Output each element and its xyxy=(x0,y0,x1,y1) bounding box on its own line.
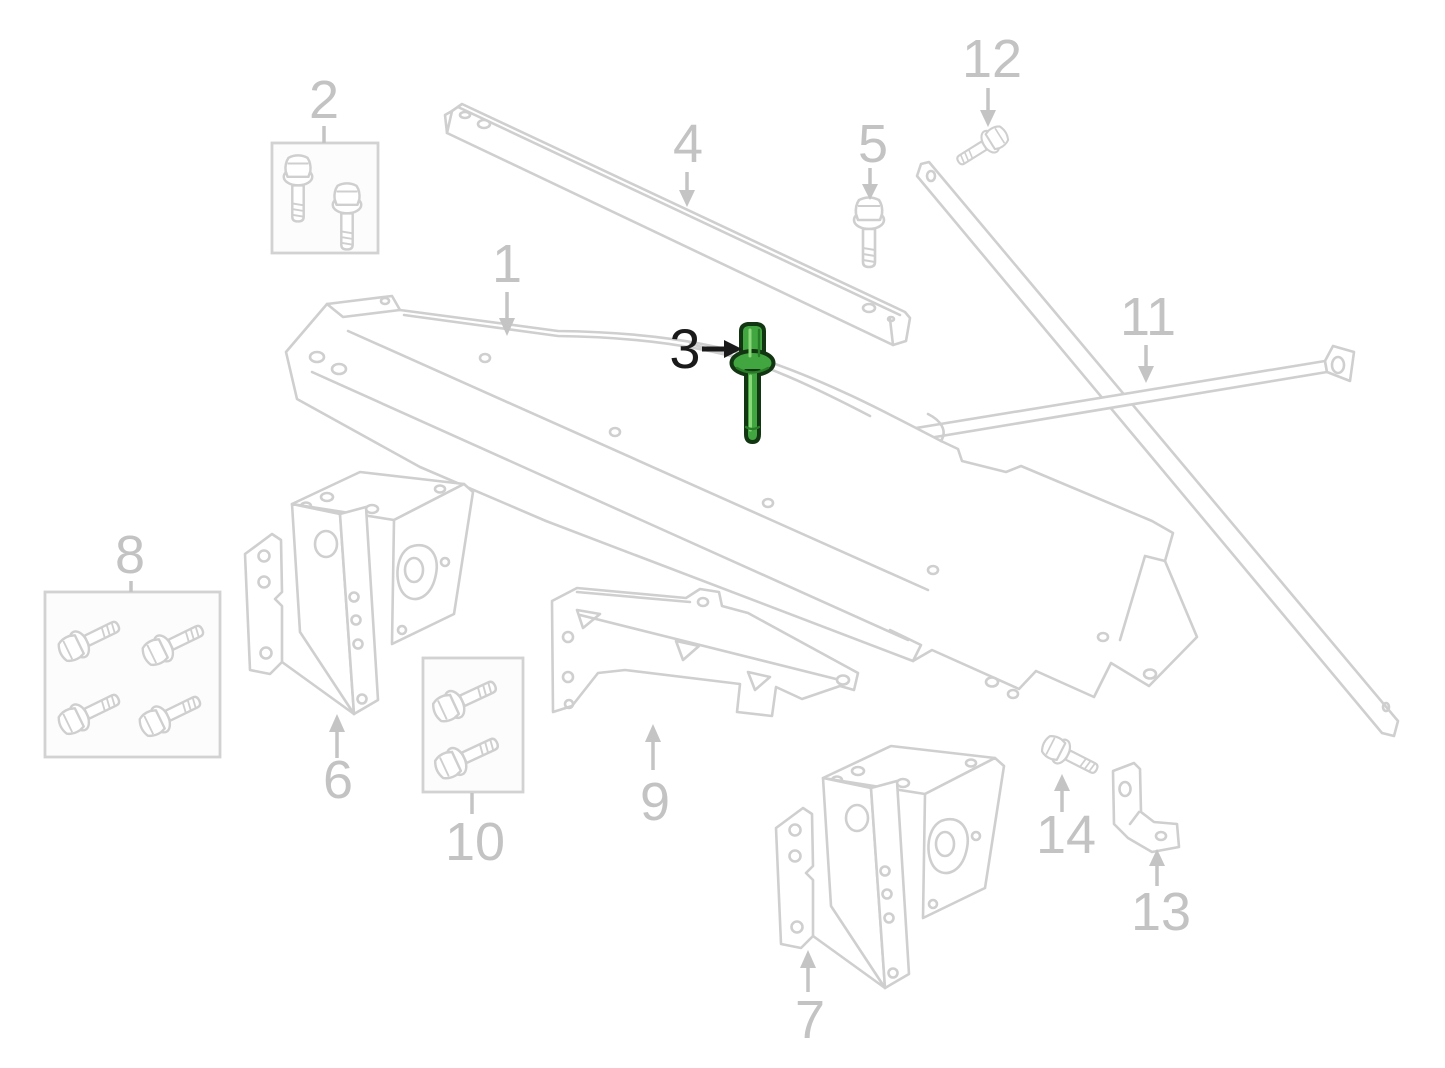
part-1-crossmember xyxy=(284,294,1199,700)
callout-3: 3 xyxy=(669,317,742,380)
callout-14-label: 14 xyxy=(1036,805,1096,865)
part-7-bracket xyxy=(774,744,1006,990)
part-3-highlighted-bolt[interactable] xyxy=(729,322,776,444)
part-14-bolt xyxy=(1037,730,1104,783)
callout-2-label: 2 xyxy=(309,70,339,130)
callout-1-label: 1 xyxy=(492,234,522,294)
callout-10-label: 10 xyxy=(445,812,505,872)
callout-9: 9 xyxy=(640,724,670,832)
part-5-bolt xyxy=(852,196,886,269)
callout-12-label: 12 xyxy=(962,29,1022,89)
callout-7-label: 7 xyxy=(795,990,825,1050)
callout-8-label: 8 xyxy=(115,525,145,585)
callout-3-label: 3 xyxy=(669,317,700,380)
callout-5: 5 xyxy=(858,114,888,200)
callout-2: 2 xyxy=(309,70,339,143)
callout-4-label: 4 xyxy=(673,114,703,174)
callout-10: 10 xyxy=(445,793,505,872)
callout-8: 8 xyxy=(115,525,145,592)
part-12-bolt xyxy=(951,120,1013,173)
callout-7: 7 xyxy=(795,950,825,1050)
callout-11: 11 xyxy=(1120,287,1176,383)
part-11-cross-straps xyxy=(835,160,1400,738)
callout-13-label: 13 xyxy=(1131,882,1191,942)
callout-12: 12 xyxy=(962,29,1022,127)
callout-13: 13 xyxy=(1131,849,1191,942)
callout-6-label: 6 xyxy=(323,750,353,810)
callout-6: 6 xyxy=(323,714,353,810)
part-2-hardware-box xyxy=(270,141,380,255)
callout-5-label: 5 xyxy=(858,114,888,174)
part-4-brace-bar xyxy=(443,102,912,347)
callout-1: 1 xyxy=(492,234,522,336)
callout-4: 4 xyxy=(673,114,703,207)
part-13-bracket xyxy=(1111,761,1181,854)
part-8-hardware-box xyxy=(43,590,222,759)
callout-11-label: 11 xyxy=(1120,287,1176,347)
part-9-bracket xyxy=(550,586,860,718)
part-10-hardware-box xyxy=(421,656,525,794)
callout-9-label: 9 xyxy=(640,772,670,832)
callout-14: 14 xyxy=(1036,774,1096,865)
